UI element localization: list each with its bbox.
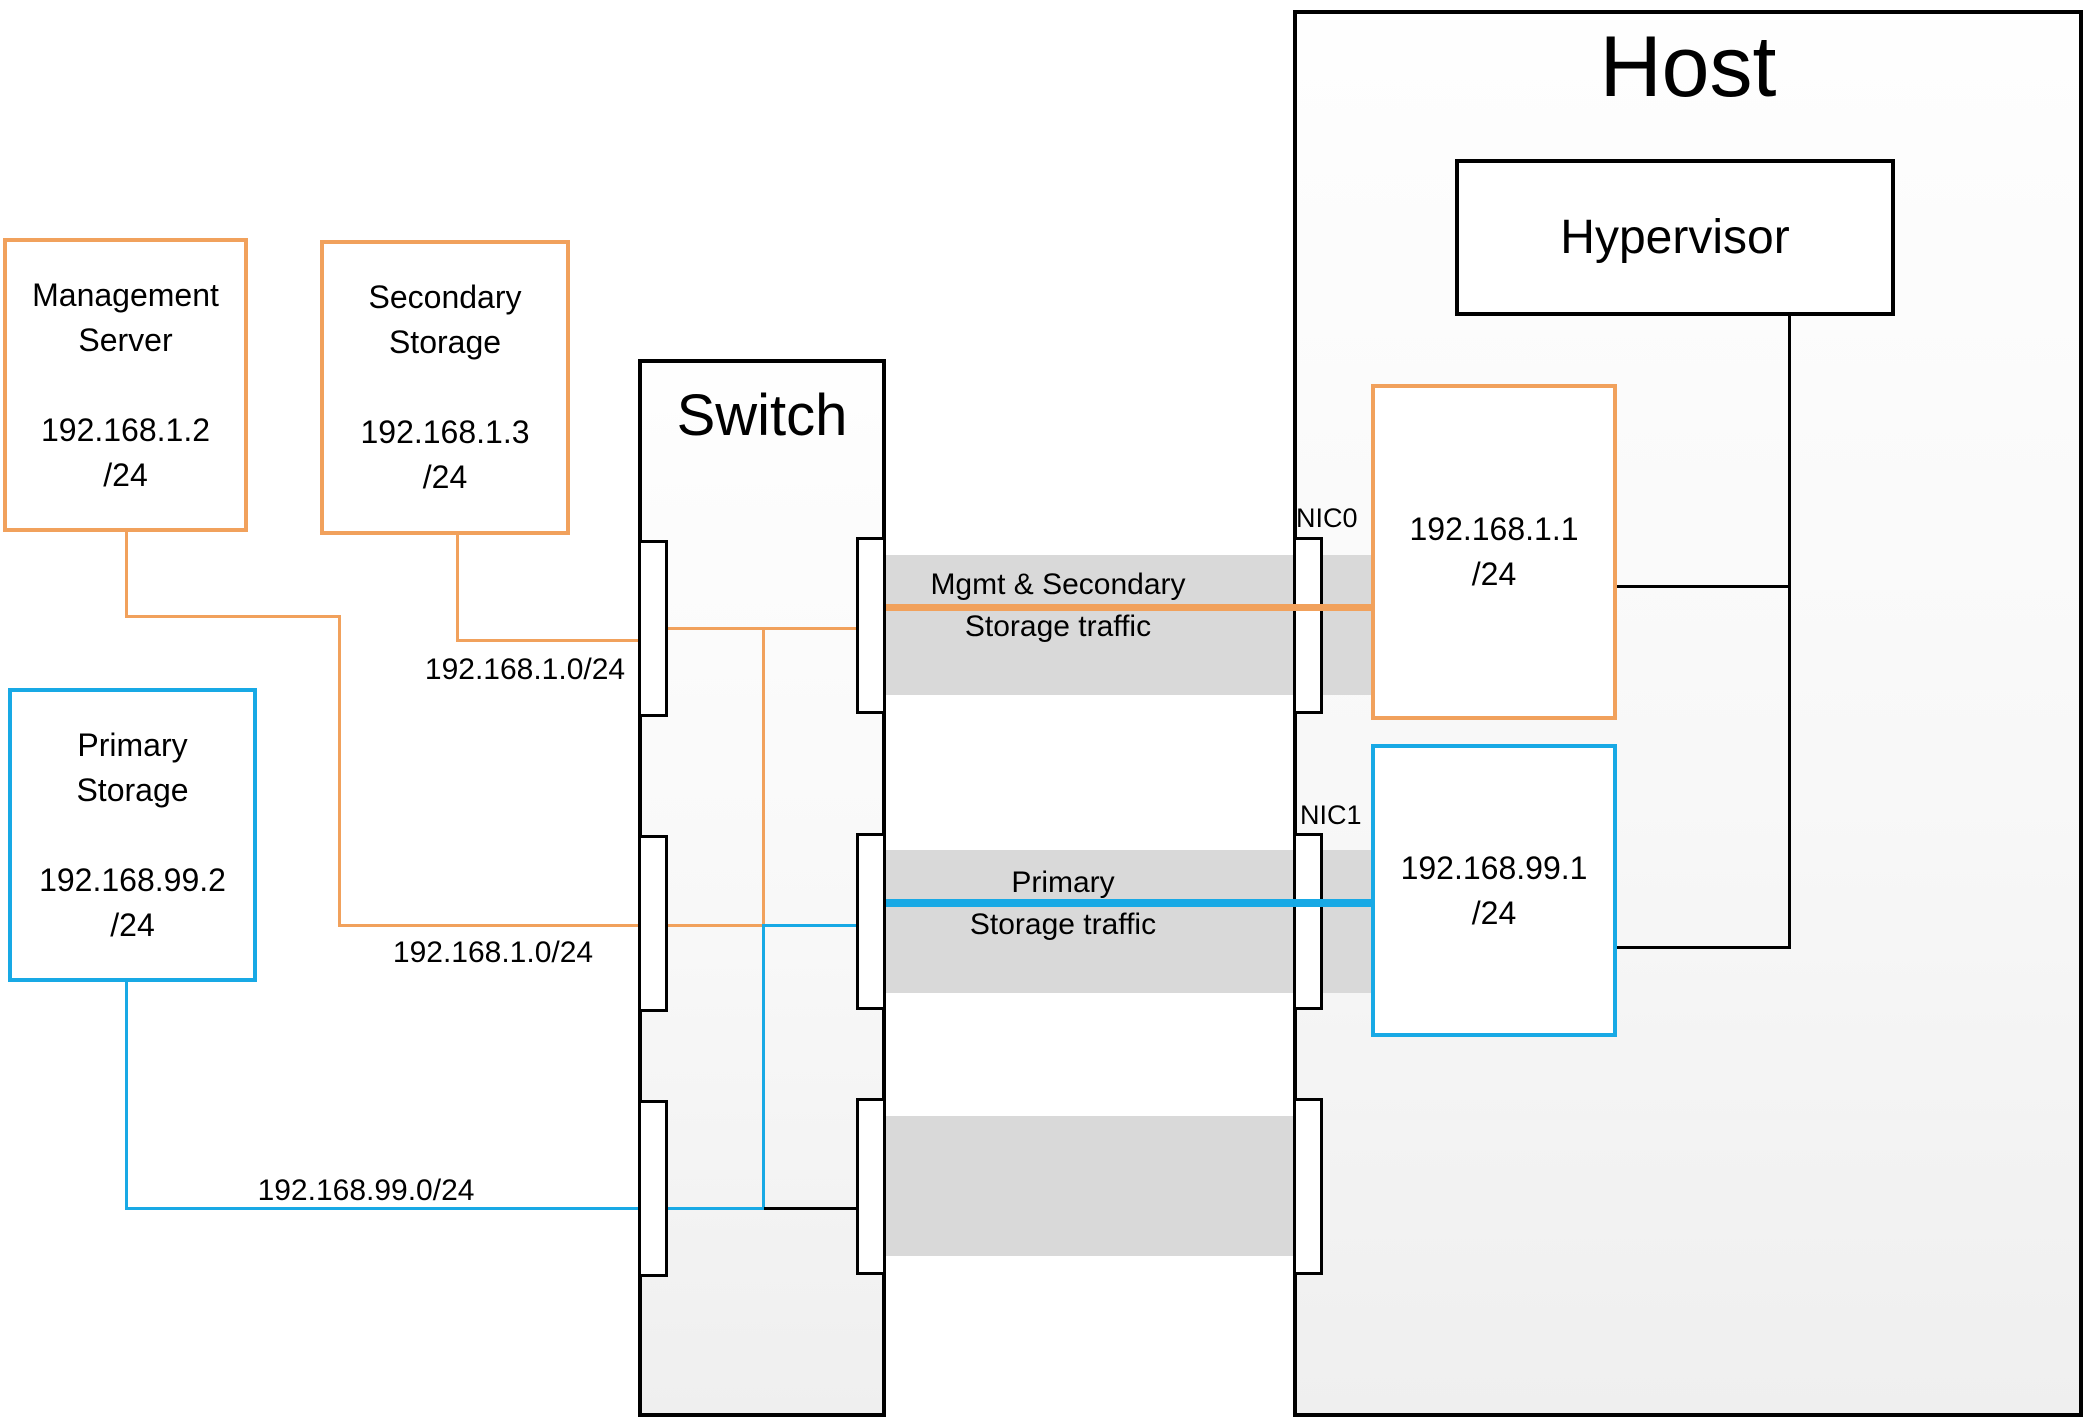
mgmt-secondary-traffic-line [886,604,1371,611]
nic1-address-box: 192.168.99.1 /24 [1371,744,1617,1037]
hypervisor-box: Hypervisor [1455,159,1895,316]
node-ip: 192.168.1.1 [1409,511,1579,547]
primary-storage-traffic-band [886,850,1371,993]
switch-right-port-2 [856,833,886,1010]
hypervisor-link-segment [1788,316,1791,949]
traffic-label-line: Storage traffic [964,610,1152,643]
link-management-segment [338,615,341,927]
management-server-node: Management Server 192.168.1.2 /24 [3,238,248,532]
subnet-label-port2: 192.168.1.0/24 [392,936,594,969]
link-management-segment [125,615,341,618]
switch-internal-black-segment [764,1207,858,1210]
node-name-line: Storage [76,771,189,808]
hypervisor-link-segment [1617,946,1790,949]
link-secondary-segment [456,535,459,642]
switch-internal-blue-segment [666,1207,764,1210]
node-name-line: Server [78,321,173,358]
node-ip: 192.168.99.2 [39,861,226,898]
primary-traffic-label: Primary Storage traffic [863,862,1263,946]
traffic-label-line: Storage traffic [969,908,1157,941]
node-spacer [7,363,244,408]
host-nic1-port [1293,833,1323,1010]
node-mask: /24 [1471,894,1517,931]
host-spare-port [1293,1098,1323,1275]
switch-internal-orange-segment [762,627,765,926]
node-mask: /24 [1471,556,1517,592]
switch-internal-blue-segment [762,924,765,1210]
switch-title: Switch [676,383,848,448]
mgmt-secondary-traffic-label: Mgmt & Secondary Storage traffic [858,564,1258,648]
link-primary-segment [125,982,128,1210]
switch-left-port-3 [638,1100,668,1277]
node-ip: 192.168.99.1 [1400,849,1588,886]
switch-right-port-3 [856,1098,886,1275]
subnet-label-port3: 192.168.99.0/24 [257,1174,475,1207]
unused-traffic-band [886,1116,1293,1256]
mgmt-secondary-traffic-band [886,555,1371,695]
link-primary-segment [125,1207,644,1210]
traffic-label-line: Mgmt & Secondary [930,568,1186,601]
primary-storage-traffic-line [886,899,1371,907]
node-ip: 192.168.1.3 [360,414,530,450]
traffic-label-line: Primary [1011,866,1115,899]
node-name-line: Management [32,276,219,313]
secondary-storage-node: Secondary Storage 192.168.1.3 /24 [320,240,570,535]
node-mask: /24 [110,906,155,943]
node-mask: /24 [422,459,468,495]
link-management-segment [338,924,644,927]
switch-left-port-2 [638,835,668,1012]
switch-left-port-1 [638,540,668,717]
link-secondary-segment [456,639,644,642]
node-name-line: Primary [77,726,188,763]
nic0-address-box: 192.168.1.1 /24 [1371,384,1617,720]
host-title: Host [1599,19,1777,115]
node-ip: 192.168.1.2 [40,411,211,448]
nic1-label: NIC1 [1300,800,1362,830]
primary-storage-node: Primary Storage 192.168.99.2 /24 [8,688,257,982]
hypervisor-link-segment [1617,585,1790,588]
node-name-line: Secondary [368,279,522,315]
host-nic0-port [1293,537,1323,714]
hypervisor-label: Hypervisor [1560,211,1790,264]
node-spacer [12,813,253,858]
node-name-line: Storage [388,324,502,360]
link-management-segment [125,532,128,618]
nic0-label: NIC0 [1296,503,1358,533]
node-mask: /24 [103,456,148,493]
switch-right-port-1 [856,537,886,714]
node-spacer [324,365,566,410]
switch-internal-orange-segment [666,924,764,927]
subnet-label-port1: 192.168.1.0/24 [424,653,626,686]
switch-internal-blue-segment [762,924,858,927]
